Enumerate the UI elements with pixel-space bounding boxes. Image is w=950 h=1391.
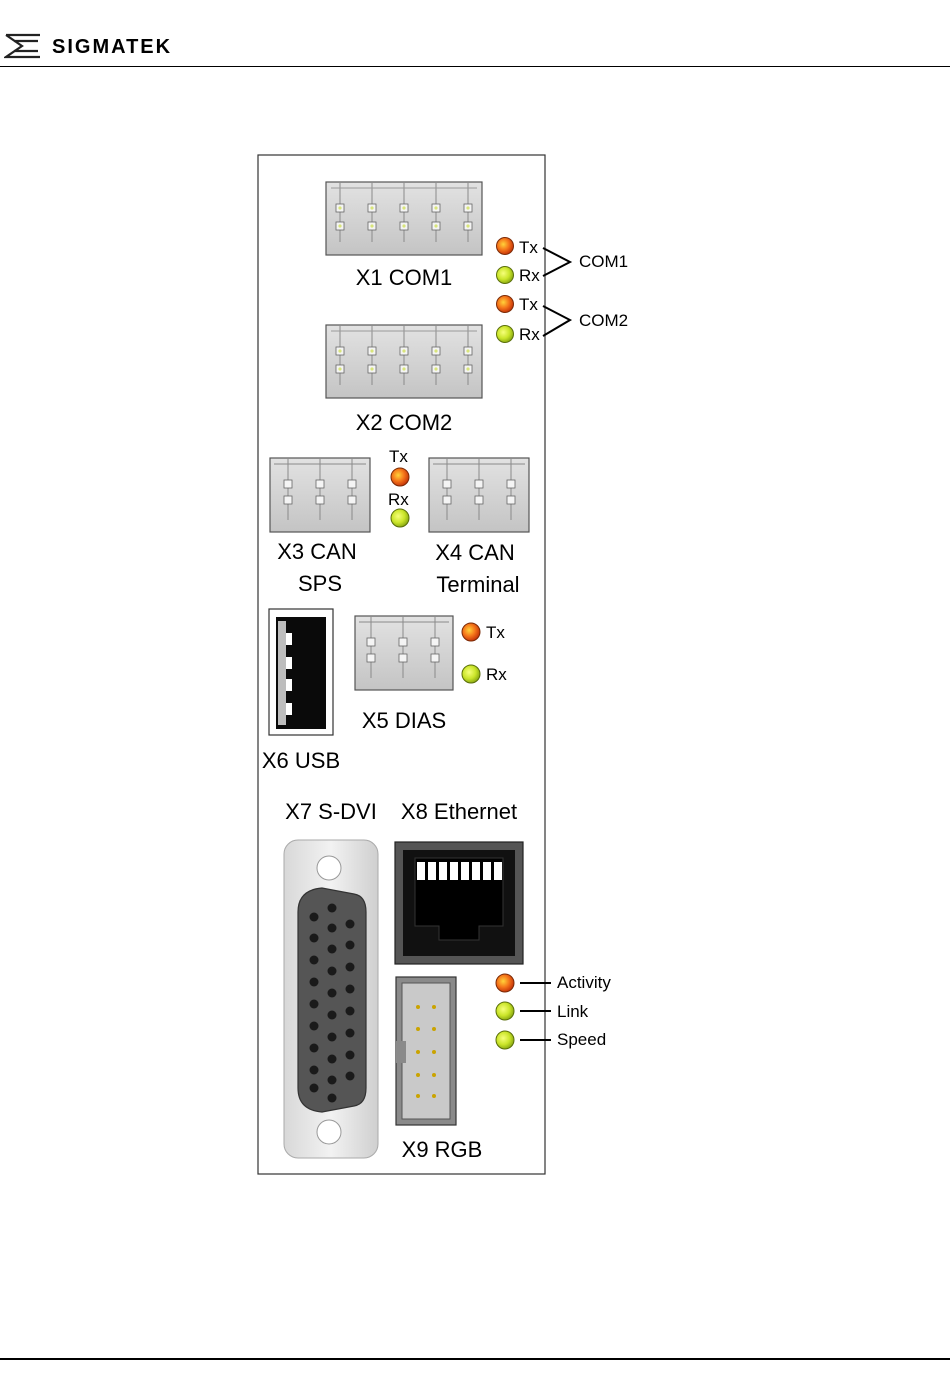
x9-rgb-port <box>396 977 456 1125</box>
can-rx-led <box>391 509 409 527</box>
can-tx-label: Tx <box>389 448 408 465</box>
com1-tx-led <box>497 238 514 255</box>
com1-bracket <box>543 248 570 276</box>
link-label: Link <box>557 1003 588 1020</box>
com2-rx-led <box>497 326 514 343</box>
x3-sublabel: SPS <box>298 573 342 595</box>
com2-rx-label: Rx <box>519 326 540 343</box>
com1-rx-led <box>497 267 514 284</box>
x8-ethernet-port <box>395 842 523 964</box>
dias-tx-label: Tx <box>486 624 505 641</box>
x8-label: X8 Ethernet <box>401 801 517 823</box>
x6-usb-port <box>269 609 333 735</box>
x4-sublabel: Terminal <box>436 574 519 596</box>
com1-group-label: COM1 <box>579 253 628 270</box>
com2-tx-led <box>497 296 514 313</box>
x5-connector <box>355 616 453 690</box>
x6-label: X6 USB <box>262 750 340 772</box>
can-tx-led <box>391 468 409 486</box>
activity-led <box>496 974 514 992</box>
link-led <box>496 1002 514 1020</box>
activity-label: Activity <box>557 974 611 991</box>
x2-connector <box>326 325 482 398</box>
x4-connector <box>429 458 529 532</box>
com2-group-label: COM2 <box>579 312 628 329</box>
x1-label: X1 COM1 <box>356 267 453 289</box>
dias-rx-led <box>462 665 480 683</box>
dias-rx-label: Rx <box>486 666 507 683</box>
com2-tx-label: Tx <box>519 296 538 313</box>
com1-tx-label: Tx <box>519 239 538 256</box>
x5-label: X5 DIAS <box>362 710 446 732</box>
x4-label: X4 CAN <box>435 542 514 564</box>
com1-rx-label: Rx <box>519 267 540 284</box>
x3-label: X3 CAN <box>277 541 356 563</box>
x1-connector <box>326 182 482 255</box>
x7-dvi-port <box>284 840 378 1158</box>
x9-label: X9 RGB <box>402 1139 483 1161</box>
x7-label: X7 S-DVI <box>285 801 377 823</box>
x3-connector <box>270 458 370 532</box>
x2-label: X2 COM2 <box>356 412 453 434</box>
com2-bracket <box>543 306 570 336</box>
speed-led <box>496 1031 514 1049</box>
speed-label: Speed <box>557 1031 606 1048</box>
can-rx-label: Rx <box>388 491 409 508</box>
dias-tx-led <box>462 623 480 641</box>
